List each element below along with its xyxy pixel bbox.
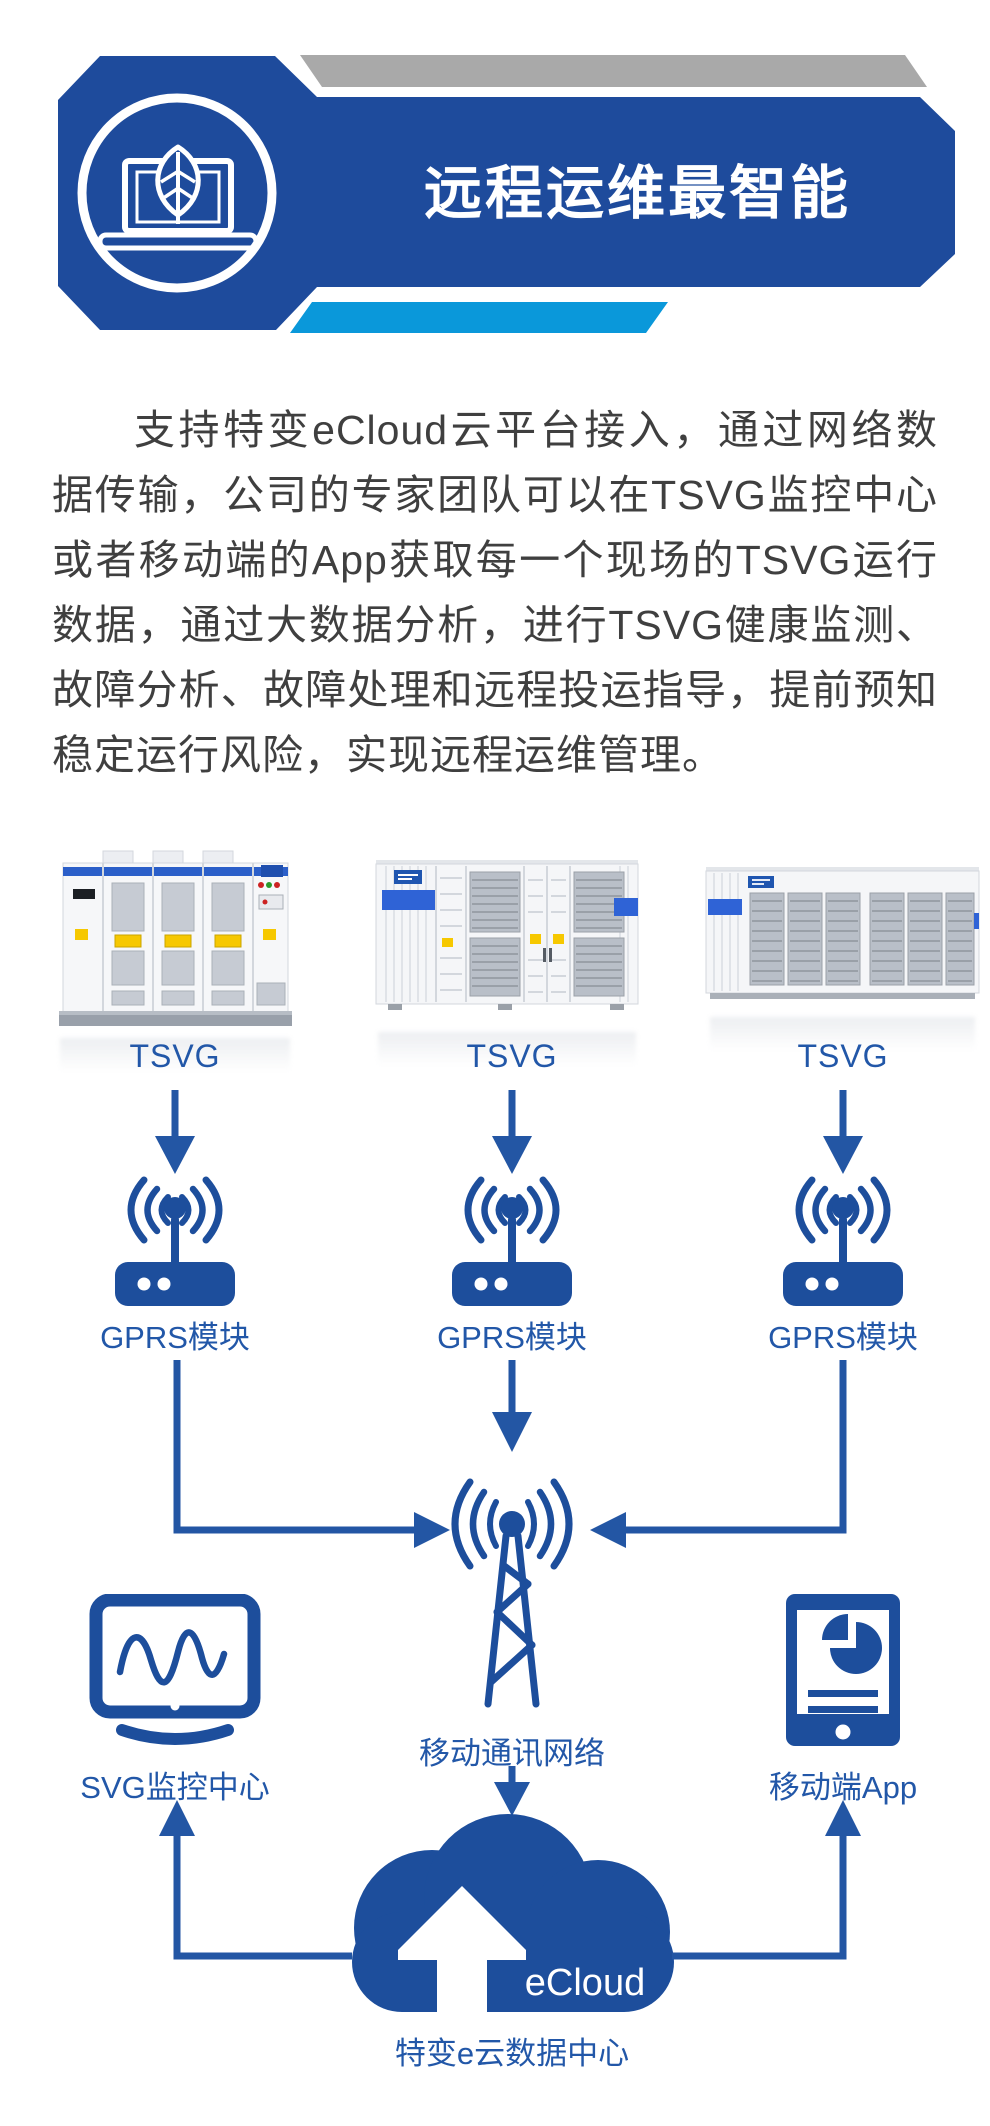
flow-diagram: [0, 1090, 990, 2012]
cloud-caption: 特变e云数据中心: [394, 2036, 630, 2071]
flow-arrow-tsvg3: [823, 1090, 863, 1174]
upload-house-icon: [398, 1886, 526, 2012]
antenna-tower-icon: [451, 1478, 573, 1708]
tsvg-label-2: TSVG: [466, 1038, 558, 1074]
flow-connector-left: [173, 1360, 450, 1548]
flow-connector-cloud-app: [672, 1800, 861, 1960]
gprs-router-icon-1: [115, 1180, 235, 1306]
mobile-app-label: 移动端App: [768, 1770, 918, 1805]
laptop-leaf-icon: [77, 93, 277, 293]
container-reflection: [378, 1032, 636, 1066]
intro-paragraph: 支持特变eCloud云平台接入，通过网络数据传输，公司的专家团队可以在TSVG监…: [52, 407, 938, 778]
flow-connector-right: [590, 1360, 847, 1548]
tsvg-label-1: TSVG: [129, 1038, 221, 1074]
flow-arrow-mid: [492, 1360, 532, 1452]
gprs-label-3: GPRS模块: [768, 1320, 918, 1355]
gprs-router-icon-2: [452, 1180, 572, 1306]
flow-arrow-network-cloud: [494, 1766, 530, 1816]
ecloud-cloud-icon: [352, 1814, 674, 2012]
cabinet-reflection: [60, 1038, 290, 1072]
tsvg-long-container-image: [705, 867, 980, 999]
header-cyan-bar: [290, 302, 668, 333]
tsvg-cabinet-image: [59, 850, 292, 1026]
page-title: 远程运维最智能: [423, 161, 851, 226]
monitor-icon: [89, 1594, 261, 1745]
gprs-router-icon-3: [783, 1180, 903, 1306]
ecloud-name-label: eCloud: [524, 1962, 646, 2004]
header-blue-shape: [58, 56, 955, 330]
tablet-app-icon: [786, 1594, 900, 1746]
header-gray-bar: [300, 55, 927, 87]
monitoring-center-label: SVG监控中心: [80, 1770, 270, 1805]
header-banner: [58, 55, 955, 333]
tsvg-container-image: [375, 860, 639, 1010]
flow-connector-cloud-monitor: [159, 1800, 352, 1960]
long-container-reflection: [710, 1017, 975, 1051]
flow-arrow-tsvg1: [155, 1090, 195, 1174]
gprs-label-2: GPRS模块: [437, 1320, 587, 1355]
mobile-network-label: 移动通讯网络: [419, 1736, 605, 1771]
tsvg-label-3: TSVG: [797, 1038, 889, 1074]
gprs-label-1: GPRS模块: [100, 1320, 250, 1355]
flow-arrow-tsvg2: [492, 1090, 532, 1174]
